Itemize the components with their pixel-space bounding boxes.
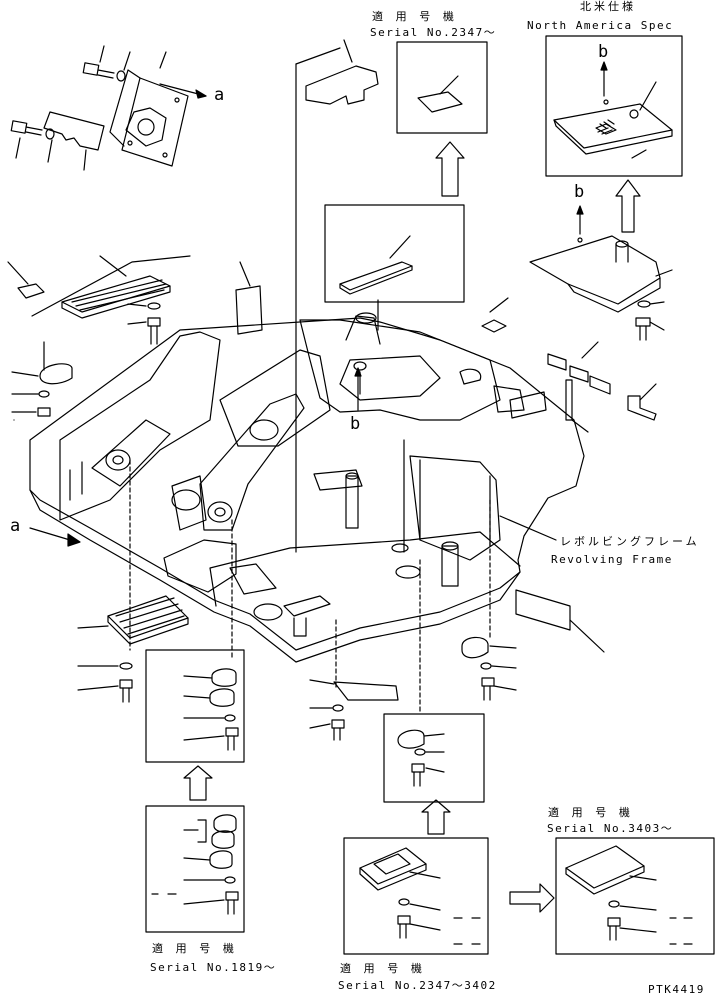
bottom-center-parts — [309, 679, 555, 955]
bottom-left-parts — [77, 595, 245, 933]
serial-2347-3402-jp-label: 適 用 号 機 — [340, 962, 425, 975]
serial-2347-3402-label: Serial No.2347～3402 — [338, 979, 497, 992]
serial-2347-jp-label: 適 用 号 機 — [372, 10, 457, 23]
serial-3403-box — [555, 837, 715, 955]
revolving-frame-label: Revolving Frame — [551, 553, 673, 566]
callout-a-left: a — [10, 516, 21, 536]
right-frame-bits — [461, 636, 517, 701]
na-floor-plate — [529, 205, 673, 341]
serial-1819-label: Serial No.1819～ — [150, 961, 277, 974]
callout-b-center: b — [350, 414, 361, 434]
upper-bracket-panel — [295, 39, 379, 553]
serial-2347-box — [396, 41, 488, 197]
center-mat-box — [324, 204, 465, 331]
serial-3403-jp-label: 適 用 号 機 — [548, 806, 633, 819]
callout-a-top: a — [214, 85, 225, 105]
callout-b-na-mid: b — [574, 182, 585, 202]
serial-3403-label: Serial No.3403～ — [547, 822, 674, 835]
revolving-frame-jp-label: レボルビングフレーム — [560, 535, 700, 548]
north-america-spec-box — [545, 35, 683, 233]
na-spec-label: North America Spec — [527, 19, 674, 32]
top-left-cover-assembly — [10, 45, 207, 171]
serial-1819-jp-label: 適 用 号 機 — [152, 942, 237, 955]
drawing-code: PTK4419 — [648, 983, 705, 996]
left-side-parts — [7, 255, 263, 421]
serial-2347-label: Serial No.2347～ — [370, 26, 497, 39]
revolving-frame — [29, 297, 657, 713]
na-spec-jp-label: 北米仕様 — [580, 0, 636, 13]
callout-b-na-top: b — [598, 42, 609, 62]
